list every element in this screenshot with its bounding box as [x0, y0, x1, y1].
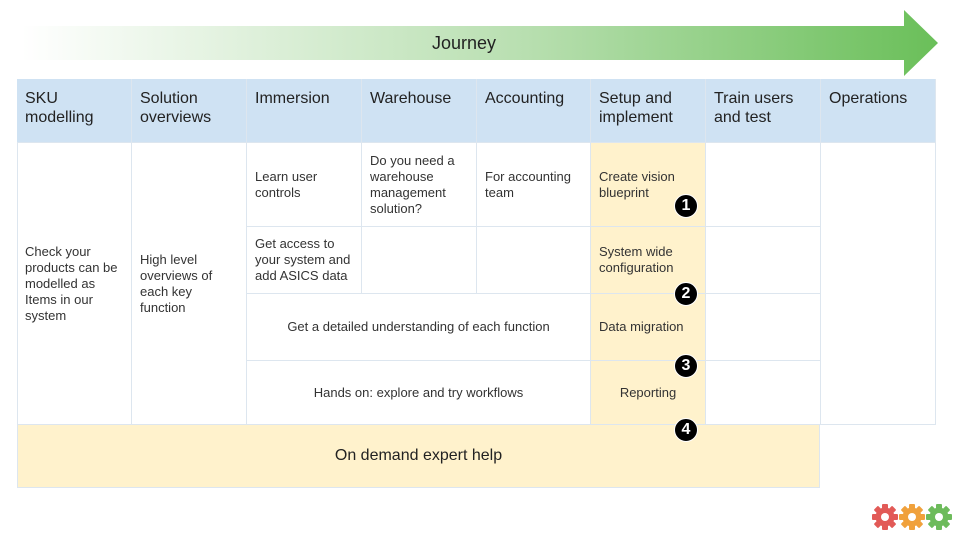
gear-icon-red	[872, 504, 898, 530]
header-sku-modelling: SKU modelling	[17, 79, 132, 143]
step-badge-3: 3	[674, 354, 698, 378]
operations-body	[821, 143, 936, 425]
train-cell-1	[706, 143, 821, 227]
train-cell-3	[706, 294, 821, 361]
header-accounting: Accounting	[477, 79, 591, 143]
header-solution-overviews: Solution overviews	[132, 79, 247, 143]
header-warehouse: Warehouse	[362, 79, 477, 143]
journey-title: Journey	[431, 32, 497, 53]
hands-on-workflows: Hands on: explore and try workflows	[247, 361, 591, 425]
train-cell-4	[706, 361, 821, 425]
journey-arrow	[22, 10, 938, 76]
warehouse-cell-2	[362, 227, 477, 294]
step-badge-4: 4	[674, 418, 698, 442]
header-immersion: Immersion	[247, 79, 362, 143]
immersion-get-access: Get access to your system and add ASICS …	[247, 227, 362, 294]
header-operations: Operations	[821, 79, 936, 143]
immersion-learn-controls: Learn user controls	[247, 143, 362, 227]
step-badge-1: 1	[674, 194, 698, 218]
header-train-users: Train users and test	[706, 79, 821, 143]
accounting-cell-2	[477, 227, 591, 294]
accounting-team: For accounting team	[477, 143, 591, 227]
header-setup-implement: Setup and implement	[591, 79, 706, 143]
gear-icon-orange	[899, 504, 925, 530]
step-badge-2: 2	[674, 282, 698, 306]
detailed-understanding: Get a detailed understanding of each fun…	[247, 294, 591, 361]
setup-vision-blueprint: Create vision blueprint	[591, 143, 706, 227]
gears-logo	[872, 504, 952, 530]
setup-reporting: Reporting	[591, 361, 706, 425]
gear-icon-green	[926, 504, 952, 530]
warehouse-question: Do you need a warehouse management solut…	[362, 143, 477, 227]
on-demand-expert-help: On demand expert help	[17, 424, 820, 488]
train-cell-2	[706, 227, 821, 294]
solution-description: High level overviews of each key functio…	[132, 143, 247, 425]
sku-description: Check your products can be modelled as I…	[17, 143, 132, 425]
